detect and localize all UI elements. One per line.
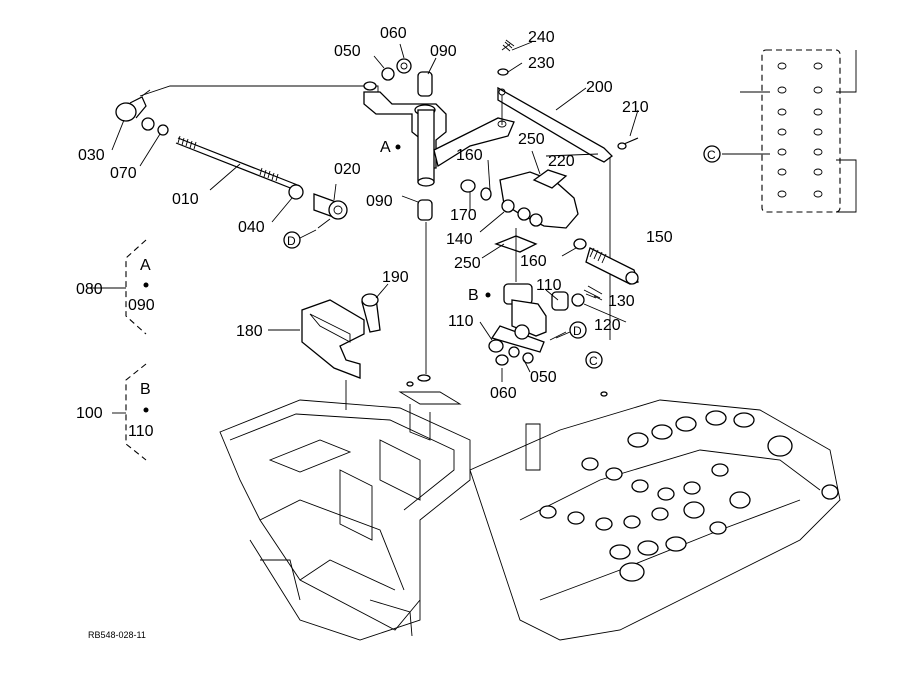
- legend-100-part: 110: [128, 423, 154, 440]
- link-plate-200: [497, 39, 639, 340]
- label-130: 130: [608, 293, 635, 310]
- lever-arm-a: [363, 58, 515, 382]
- label-230: 230: [528, 55, 555, 72]
- legend-100-letter: B: [140, 381, 151, 398]
- label-160-lower: 160: [520, 253, 547, 270]
- label-250-lower: 250: [454, 255, 481, 272]
- bracket-assembly-b: [460, 169, 639, 366]
- label-180: 180: [236, 323, 263, 340]
- label-110-left: 110: [448, 313, 474, 330]
- ref-b-marker: B: [468, 287, 479, 304]
- ref-a-marker: A: [380, 139, 391, 156]
- label-200: 200: [586, 79, 613, 96]
- label-160-upper: 160: [456, 147, 483, 164]
- label-140: 140: [446, 231, 473, 248]
- label-050-upper: 050: [334, 43, 361, 60]
- label-210: 210: [622, 99, 649, 116]
- label-090-upper: 090: [430, 43, 457, 60]
- legend-080-bracket: [125, 239, 147, 335]
- valve-spools: [406, 381, 839, 582]
- ref-c-circle-center: C: [585, 351, 603, 369]
- label-070: 070: [110, 165, 137, 182]
- label-220: 220: [548, 153, 575, 170]
- label-240: 240: [528, 29, 555, 46]
- label-050-lower: 050: [530, 369, 557, 386]
- legend-100-code: 100: [76, 405, 103, 422]
- schematic-c: [722, 49, 857, 213]
- ref-d-circle-center: D: [569, 321, 587, 339]
- label-170: 170: [450, 207, 477, 224]
- legend-080-code: 080: [76, 281, 103, 298]
- label-120: 120: [594, 317, 621, 334]
- label-090-lower: 090: [366, 193, 393, 210]
- rod-assembly: [115, 85, 379, 229]
- label-250-upper: 250: [518, 131, 545, 148]
- legend-080-part: 090: [128, 297, 155, 314]
- svg-text:D: D: [573, 324, 582, 338]
- bracket-180: [301, 293, 381, 410]
- part-labels: 050 060 090 240 230 200 210 250 160 220 …: [78, 25, 673, 402]
- label-110-right: 110: [536, 277, 562, 294]
- label-190: 190: [382, 269, 409, 286]
- label-020: 020: [334, 161, 361, 178]
- svg-text:D: D: [287, 234, 296, 248]
- label-150: 150: [646, 229, 673, 246]
- legend-080-letter: A: [140, 257, 151, 274]
- label-010: 010: [172, 191, 199, 208]
- label-060-lower: 060: [490, 385, 517, 402]
- figure-code: RB548-028-11: [88, 630, 146, 640]
- leader-lines: [90, 41, 762, 382]
- label-040: 040: [238, 219, 265, 236]
- ref-c-circle-right: C: [703, 145, 721, 163]
- frame-assembly: [219, 391, 841, 641]
- label-060-upper: 060: [380, 25, 407, 42]
- svg-text:C: C: [707, 148, 716, 162]
- legend-100-bracket: [125, 363, 147, 461]
- svg-text:C: C: [589, 354, 598, 368]
- label-030: 030: [78, 147, 105, 164]
- ref-d-circle-left: D: [283, 231, 301, 249]
